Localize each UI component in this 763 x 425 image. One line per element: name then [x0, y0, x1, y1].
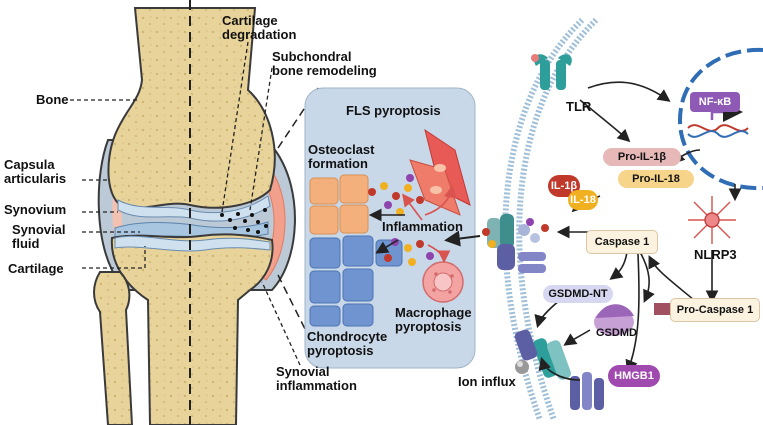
knee-joint	[93, 0, 296, 425]
il18-badge: IL-18	[568, 190, 598, 210]
inflammation-label: Inflammation	[382, 219, 463, 234]
chondrocyte-cells	[309, 235, 403, 327]
fls-cells	[409, 128, 471, 216]
pro-il1b-badge: Pro-IL-1β	[603, 148, 681, 166]
bone-label: Bone	[36, 92, 69, 107]
fls-pyroptosis-label: FLS pyroptosis	[346, 103, 441, 118]
pro-caspase1-box: Pro-Caspase 1	[670, 298, 760, 322]
pro-il18-badge: Pro-IL-18	[618, 170, 694, 188]
cartilage-label: Cartilage	[8, 261, 64, 276]
subchondral-label: Subchondral bone remodeling	[272, 49, 377, 78]
nlrp3-inflammasome	[688, 196, 736, 244]
hmgb1-badge: HMGB1	[608, 365, 660, 387]
nfkb-badge: NF-κB	[690, 92, 740, 112]
chondrocyte-label: Chondrocyte pyroptosis	[307, 329, 388, 358]
femur	[107, 7, 276, 210]
tlr-label: TLR	[566, 99, 592, 114]
osteoclast-cells	[309, 174, 369, 235]
joint-leader-lines	[70, 41, 301, 366]
degradation-debris	[220, 208, 268, 234]
panel-arrows	[368, 184, 457, 264]
synovial-fluid-label: Synovial fluid	[12, 222, 66, 251]
hmgb1-receptor	[570, 372, 604, 410]
femoral-cartilage	[117, 195, 271, 222]
zoom-guides	[277, 87, 319, 356]
nlrp3-label: NLRP3	[694, 247, 737, 262]
caspase1-box: Caspase 1	[586, 230, 658, 254]
macrophage-label: Macrophage pyroptosis	[395, 305, 472, 334]
tibia	[110, 233, 274, 425]
osteoclast-label: Osteoclast formation	[308, 142, 375, 171]
macrophage-cell	[422, 261, 464, 303]
cytokine-dots	[368, 174, 434, 266]
gsdmd-nt-badge: GSDMD-NT	[543, 285, 613, 303]
tibial-cartilage	[114, 235, 271, 252]
gsdmd-label: GSDMD	[596, 327, 637, 339]
ion-influx-label: Ion influx	[458, 374, 516, 389]
gsdmd-pore	[514, 329, 572, 380]
membrane-channel	[482, 214, 549, 273]
tlr-receptor	[531, 54, 572, 90]
synovial-inflammation-label: Synovial inflammation	[276, 364, 357, 393]
pro-caspase-marker	[654, 303, 670, 315]
zoom-panel	[304, 87, 476, 369]
capsula-label: Capsula articularis	[4, 157, 67, 186]
fibula	[93, 271, 134, 425]
cartilage-degradation-label: Cartilage degradation	[222, 13, 297, 42]
synovium-label: Synovium	[4, 202, 67, 217]
nucleus	[677, 47, 763, 191]
gsdmd-protein	[594, 304, 634, 336]
